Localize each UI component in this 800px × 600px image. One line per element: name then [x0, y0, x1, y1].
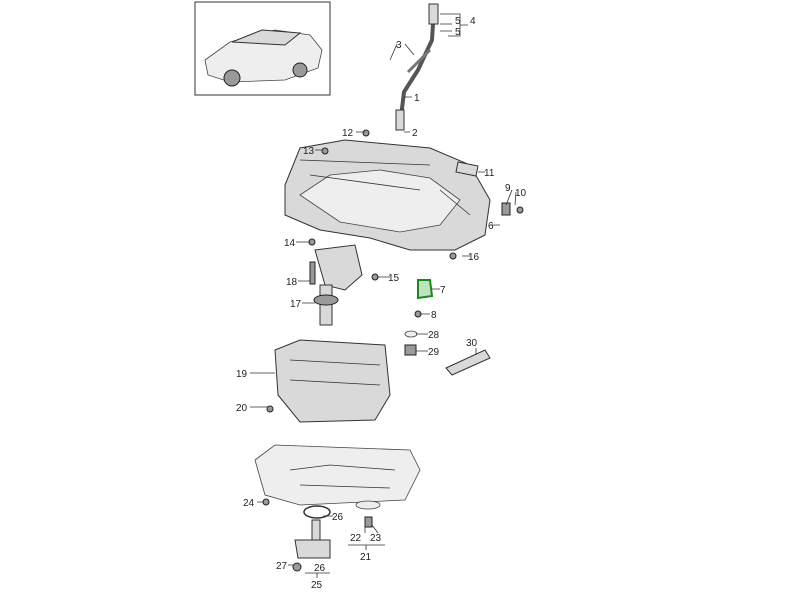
callout-10[interactable]: 10	[515, 188, 527, 199]
vehicle-thumbnail[interactable]	[194, 1, 331, 96]
callout-9[interactable]: 9	[505, 183, 511, 194]
callout-3[interactable]: 3	[396, 40, 402, 51]
callout-17[interactable]: 17	[290, 299, 302, 310]
callout-24[interactable]: 24	[243, 498, 255, 509]
callout-5b[interactable]: 5	[455, 27, 461, 38]
callout-26b[interactable]: 26	[314, 563, 326, 574]
oil-pan[interactable]	[254, 444, 421, 510]
callout-15[interactable]: 15	[388, 273, 400, 284]
callout-22[interactable]: 22	[350, 533, 362, 544]
callout-12[interactable]: 12	[342, 128, 354, 139]
callout-14[interactable]: 14	[284, 238, 296, 249]
callout-19[interactable]: 19	[236, 369, 248, 380]
dipstick-tube[interactable]	[395, 3, 439, 131]
callout-8[interactable]: 8	[431, 310, 437, 321]
oil-pump[interactable]	[309, 244, 363, 326]
oil-pan-baffle[interactable]	[274, 339, 391, 423]
callout-labels: 1 2 3 4 5 5 6 7 8 9 10 11 12 13 14 15 16…	[236, 16, 527, 591]
callout-6[interactable]: 6	[488, 221, 494, 232]
highlighted-part-7[interactable]	[417, 279, 434, 300]
callout-29[interactable]: 29	[428, 347, 440, 358]
callout-20[interactable]: 20	[236, 403, 248, 414]
upper-oil-pan[interactable]	[284, 139, 491, 251]
callout-18[interactable]: 18	[286, 277, 298, 288]
callout-23[interactable]: 23	[370, 533, 382, 544]
callout-7[interactable]: 7	[440, 285, 446, 296]
callout-11[interactable]: 11	[484, 168, 495, 179]
callout-2[interactable]: 2	[412, 128, 418, 139]
callout-1[interactable]: 1	[414, 93, 420, 104]
callout-25[interactable]: 25	[311, 580, 323, 591]
callout-4[interactable]: 4	[470, 16, 476, 27]
sealant-tube[interactable]	[445, 349, 491, 376]
callout-27[interactable]: 27	[276, 561, 288, 572]
callout-26a[interactable]: 26	[332, 512, 344, 523]
leader-lines	[250, 13, 517, 578]
oil-pickup[interactable]	[294, 505, 331, 559]
callout-16[interactable]: 16	[468, 252, 480, 263]
callout-13[interactable]: 13	[303, 146, 315, 157]
callout-21[interactable]: 21	[360, 552, 372, 563]
fasteners	[262, 129, 524, 572]
callout-28[interactable]: 28	[428, 330, 440, 341]
callout-5a[interactable]: 5	[455, 16, 461, 27]
callout-30[interactable]: 30	[466, 338, 478, 349]
